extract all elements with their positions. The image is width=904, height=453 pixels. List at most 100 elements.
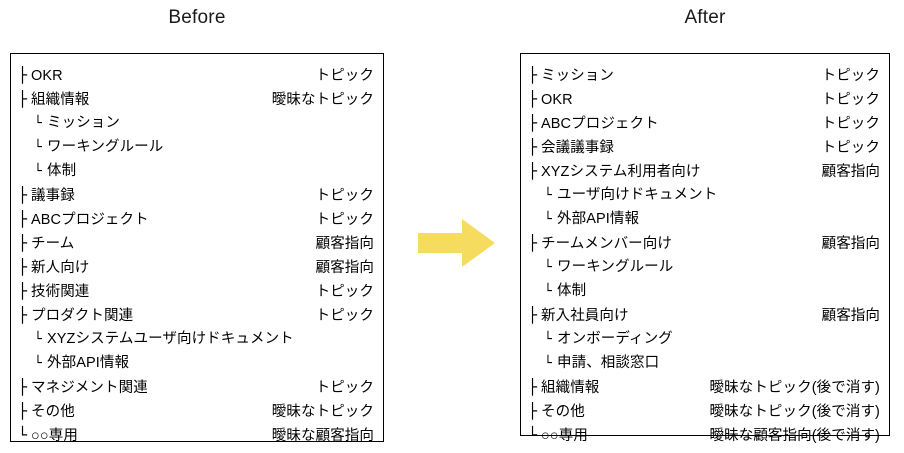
tree-row-tag: 曖昧な顧客指向 bbox=[271, 428, 374, 444]
branch-corner-icon: └ bbox=[544, 260, 552, 275]
branch-tee-icon: ├ bbox=[18, 234, 28, 252]
tree-row[interactable]: └ワーキングルール bbox=[528, 255, 880, 279]
tree-row[interactable]: └ 体制 bbox=[18, 159, 374, 183]
tree-row[interactable]: ├その他曖昧なトピック bbox=[18, 399, 374, 423]
tree-row-tag: 顧客指向 bbox=[315, 260, 374, 276]
branch-tee-icon: ├ bbox=[18, 210, 28, 228]
tree-row[interactable]: ├組織情報曖昧なトピック(後で消す) bbox=[528, 375, 880, 399]
tree-row-label: その他 bbox=[541, 404, 585, 420]
before-title: Before bbox=[168, 7, 226, 28]
tree-row[interactable]: ├プロダクト関連 トピック bbox=[18, 303, 374, 327]
tree-row[interactable]: ├XYZシステム利用者向け顧客指向 bbox=[528, 159, 880, 183]
tree-row[interactable]: └ 外部API情報 bbox=[528, 207, 880, 231]
tree-row[interactable]: └○○専用曖昧な顧客指向 bbox=[18, 423, 374, 447]
tree-row[interactable]: └ユーザ向けドキュメント bbox=[528, 183, 880, 207]
tree-row-tag: 顧客指向 bbox=[821, 236, 880, 252]
branch-tee-icon: ├ bbox=[18, 66, 28, 84]
tree-row[interactable]: ├チーム顧客指向 bbox=[18, 231, 374, 255]
tree-row[interactable]: ├ミッショントピック bbox=[528, 63, 880, 87]
tree-row[interactable]: ├ABCプロジェクト トピック bbox=[18, 207, 374, 231]
tree-row-tag: トピック bbox=[315, 188, 374, 204]
tree-row[interactable]: ├マネジメント関連 トピック bbox=[18, 375, 374, 399]
tree-row-tag: 曖昧なトピック bbox=[271, 92, 374, 108]
branch-corner-icon: └ bbox=[544, 188, 552, 203]
tree-row-label: 新入社員向け bbox=[541, 308, 629, 324]
tree-row-label: オンボーディング bbox=[557, 331, 673, 347]
tree-row-label: XYZシステム利用者向け bbox=[541, 164, 701, 180]
tree-row[interactable]: ├組織情報 曖昧なトピック bbox=[18, 87, 374, 111]
tree-row[interactable]: ├ABCプロジェクトトピック bbox=[528, 111, 880, 135]
branch-corner-icon: └ bbox=[34, 140, 42, 155]
tree-row-tag: 顧客指向 bbox=[821, 164, 880, 180]
tree-row[interactable]: └ワーキングルール bbox=[18, 135, 374, 159]
branch-corner-icon: └ bbox=[544, 212, 552, 227]
tree-row[interactable]: ├技術関連 トピック bbox=[18, 279, 374, 303]
tree-row-label: ABCプロジェクト bbox=[31, 212, 149, 228]
branch-tee-icon: ├ bbox=[528, 402, 538, 420]
tree-row[interactable]: ├新入社員向け 顧客指向 bbox=[528, 303, 880, 327]
tree-row-label: 技術関連 bbox=[31, 284, 90, 300]
tree-row-label: 外部API情報 bbox=[47, 355, 130, 371]
branch-corner-icon: └ bbox=[544, 284, 552, 299]
branch-corner-icon: └ bbox=[34, 116, 42, 131]
branch-corner-icon: └ bbox=[544, 332, 552, 347]
tree-row-label: 外部API情報 bbox=[557, 211, 640, 227]
tree-row[interactable]: ├新人向け顧客指向 bbox=[18, 255, 374, 279]
tree-row-tag: トピック bbox=[315, 68, 374, 84]
tree-row-label: 体制 bbox=[557, 283, 587, 299]
tree-row[interactable]: └XYZシステムユーザ向けドキュメント bbox=[18, 327, 374, 351]
tree-row-tag: 曖昧なトピック(後で消す) bbox=[709, 380, 880, 396]
tree-row-label: 会議議事録 bbox=[541, 140, 614, 156]
tree-row-label: マネジメント関連 bbox=[31, 380, 148, 396]
tree-row-label: ○○専用 bbox=[541, 428, 588, 444]
branch-corner-icon: └ bbox=[544, 356, 552, 371]
branch-tee-icon: ├ bbox=[18, 282, 28, 300]
branch-tee-icon: ├ bbox=[18, 258, 28, 276]
tree-row-label: OKR bbox=[541, 92, 573, 108]
branch-corner-icon: └ bbox=[528, 426, 538, 444]
tree-row-tag: 曖昧な顧客指向(後で消す) bbox=[709, 428, 880, 444]
tree-row-label: 体制 bbox=[47, 163, 77, 179]
after-title: After bbox=[684, 7, 726, 28]
tree-row[interactable]: ├議事録トピック bbox=[18, 183, 374, 207]
tree-row-label: チームメンバー向け bbox=[541, 236, 672, 252]
tree-row[interactable]: └ 外部API情報 bbox=[18, 351, 374, 375]
tree-row-tag: トピック bbox=[315, 212, 374, 228]
tree-row[interactable]: └申請、相談窓口 bbox=[528, 351, 880, 375]
tree-row-tag: トピック bbox=[315, 380, 374, 396]
branch-tee-icon: ├ bbox=[528, 306, 538, 324]
branch-corner-icon: └ bbox=[34, 356, 42, 371]
tree-row[interactable]: └○○専用 曖昧な顧客指向(後で消す) bbox=[528, 423, 880, 447]
tree-row-tag: トピック bbox=[821, 116, 880, 132]
tree-row[interactable]: ├その他 曖昧なトピック(後で消す) bbox=[528, 399, 880, 423]
tree-row-tag: トピック bbox=[315, 308, 374, 324]
branch-tee-icon: ├ bbox=[18, 306, 28, 324]
tree-row-label: ミッション bbox=[47, 115, 120, 131]
tree-row-tag: 曖昧なトピック bbox=[271, 404, 374, 420]
branch-tee-icon: ├ bbox=[528, 378, 538, 396]
tree-row[interactable]: ├会議議事録 トピック bbox=[528, 135, 880, 159]
tree-row-tag: トピック bbox=[821, 140, 880, 156]
branch-corner-icon: └ bbox=[18, 426, 28, 444]
tree-row-label: ABCプロジェクト bbox=[541, 116, 659, 132]
branch-tee-icon: ├ bbox=[18, 90, 28, 108]
branch-corner-icon: └ bbox=[34, 164, 42, 179]
tree-row-tag: トピック bbox=[315, 284, 374, 300]
branch-tee-icon: ├ bbox=[528, 138, 538, 156]
tree-row[interactable]: └ ミッション bbox=[18, 111, 374, 135]
tree-row-label: プロダクト関連 bbox=[31, 308, 134, 324]
tree-row-tag: 顧客指向 bbox=[821, 308, 880, 324]
tree-row-label: 組織情報 bbox=[31, 92, 90, 108]
tree-row[interactable]: └ 体制 bbox=[528, 279, 880, 303]
branch-tee-icon: ├ bbox=[18, 402, 28, 420]
tree-row[interactable]: └ オンボーディング bbox=[528, 327, 880, 351]
tree-row-label: チーム bbox=[31, 236, 75, 252]
tree-row[interactable]: ├チームメンバー向け顧客指向 bbox=[528, 231, 880, 255]
tree-row-tag: 曖昧なトピック(後で消す) bbox=[709, 404, 880, 420]
branch-tee-icon: ├ bbox=[18, 378, 28, 396]
